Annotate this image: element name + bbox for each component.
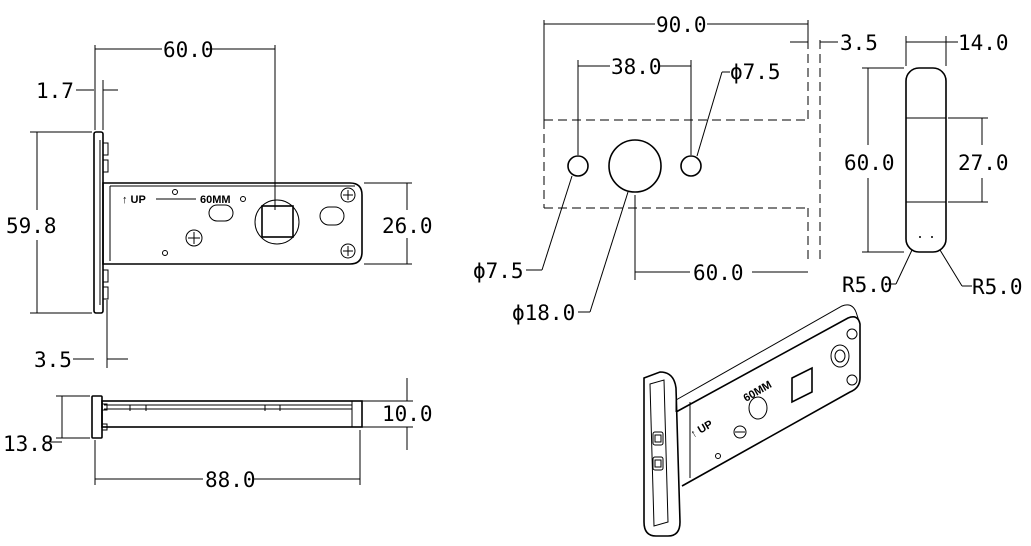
dim-r5-right: R5.0 [972,275,1023,299]
cutout-template [543,40,821,262]
dim-10: 10.0 [382,402,433,426]
dim-dia-7-5-left: ϕ7.5 [473,259,524,283]
hole-center [608,139,662,193]
dim-88: 88.0 [205,468,256,492]
up-marking: ↑ UP [122,194,146,206]
front-view-dimensions: 60.0 1.7 59.8 3.5 26.0 [6,38,433,372]
cutout-dimensions: 90.0 3.5 38.0 ϕ7.5 ϕ7.5 ϕ18.0 60.0 [473,13,878,325]
dim-13-8: 13.8 [3,432,54,456]
dim-1-7: 1.7 [36,79,74,103]
faceplate-view [905,67,947,253]
dim-3-5-left: 3.5 [34,348,72,372]
size-marking: 60MM [200,194,231,206]
front-view: ↑ UP 60MM [93,131,363,314]
side-view [91,395,363,439]
dim-60-backset: 60.0 [693,261,744,285]
dim-27: 27.0 [958,151,1009,175]
hole-left [567,155,589,177]
iso-size-marking: 60MM [742,379,774,405]
dim-26: 26.0 [382,214,433,238]
dim-3-5-right: 3.5 [840,31,878,55]
hole-right [680,155,702,177]
isometric-view: 60MM ↑ UP [643,304,861,537]
dim-90: 90.0 [656,13,707,37]
dim-60-top: 60.0 [163,38,214,62]
faceplate-dimensions: 14.0 60.0 27.0 R5.0 R5.0 [842,31,1023,299]
dim-38: 38.0 [611,55,662,79]
dim-r5-left: R5.0 [842,273,893,297]
side-view-dimensions: 13.8 10.0 88.0 [3,378,433,492]
dim-59-8: 59.8 [6,214,57,238]
iso-up-marking: ↑ UP [689,418,716,440]
dim-14: 14.0 [958,31,1009,55]
dim-dia-7-5-top: ϕ7.5 [730,60,781,84]
dim-dia-18: ϕ18.0 [512,301,575,325]
dim-60-plate: 60.0 [844,151,895,175]
